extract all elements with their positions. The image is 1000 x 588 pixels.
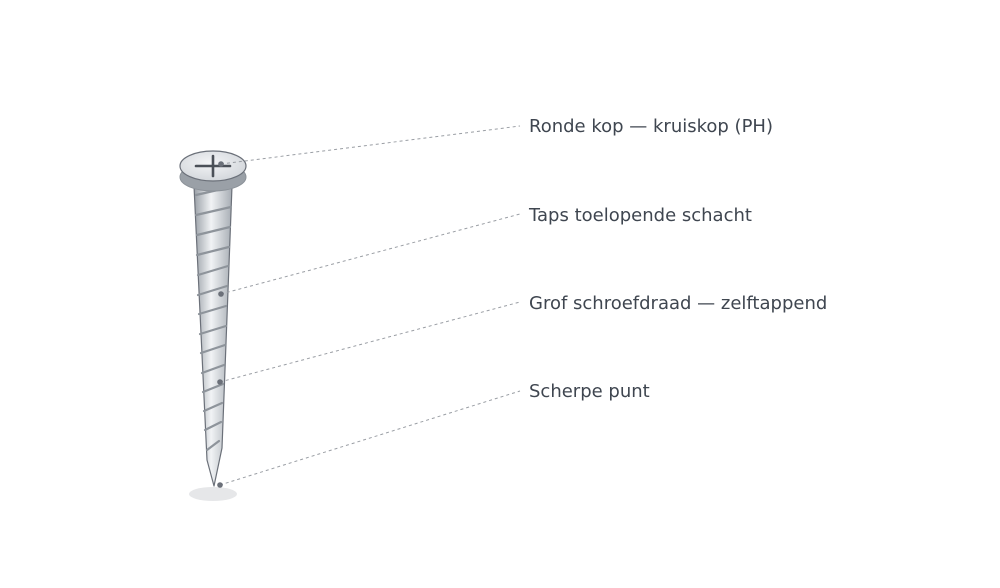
anchor-dot-head (218, 161, 224, 167)
anchor-dot-tip (217, 482, 223, 488)
leader-line-head (220, 125, 521, 165)
leader-lines (219, 125, 521, 486)
anchor-dot-thread (217, 379, 223, 385)
screw-threads (194, 185, 233, 452)
leader-line-thread (219, 301, 521, 383)
label-head: Ronde kop — kruiskop (PH) (529, 116, 773, 137)
leader-line-tip (219, 390, 521, 486)
ground-shadow (189, 487, 237, 501)
anchor-dot-shank (218, 291, 224, 297)
label-thread: Grof schroefdraad — zelftappend (529, 293, 827, 314)
label-tip: Scherpe punt (529, 381, 650, 402)
phillips-cross-icon (194, 154, 232, 178)
leader-line-shank (220, 213, 521, 295)
label-shank: Taps toelopende schacht (528, 205, 752, 226)
